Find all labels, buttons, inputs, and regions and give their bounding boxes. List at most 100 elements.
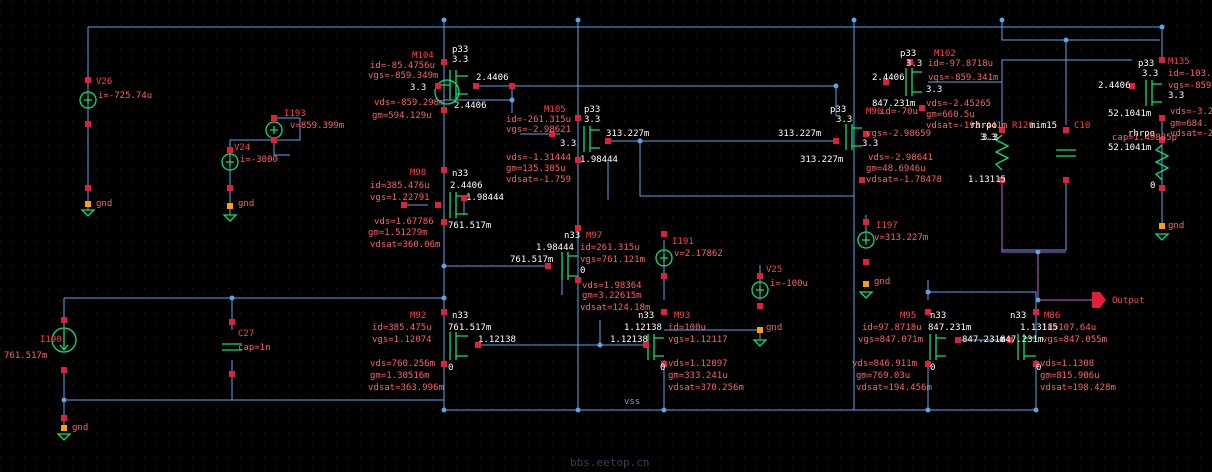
pin-marker	[509, 83, 515, 89]
pin-marker	[475, 342, 481, 348]
output-flag[interactable]	[1092, 292, 1106, 308]
c10-label: mim15	[1030, 121, 1057, 131]
m98-name: M98	[410, 168, 426, 178]
pin-markers	[61, 17, 1165, 431]
wire-junction	[229, 295, 235, 301]
m104-drain: 2.4406	[454, 101, 487, 111]
m105-gate: 313.227m	[606, 129, 649, 139]
m135-p4: vdsat=-2	[1170, 129, 1212, 139]
m105-w: 3.3	[584, 115, 600, 125]
m98-src: 761.517m	[448, 221, 491, 231]
pin-marker	[1033, 361, 1039, 367]
v25-value: i=-100u	[770, 279, 808, 289]
pin-marker	[1007, 337, 1013, 343]
m92-p2: vds=760.256m	[370, 359, 435, 369]
m98-drain: 1.98444	[466, 193, 504, 203]
m95-p2: vds=846.911m	[852, 359, 917, 369]
pin-marker	[85, 77, 91, 83]
m97-name: M97	[586, 231, 602, 241]
v24-value: i=-3000	[240, 155, 278, 165]
i197-value: v=313.227m	[874, 233, 928, 243]
m97-gate: 761.517m	[510, 255, 553, 265]
r119-label: rhrpo	[1128, 129, 1155, 139]
m95-type: n33	[930, 311, 946, 321]
m105-p4: vdsat=-1.759	[506, 175, 571, 185]
m135-type: p33	[1138, 59, 1154, 69]
m95-src: 0	[930, 363, 935, 373]
m86-p2: vds=1.1308	[1040, 359, 1094, 369]
pin-marker	[271, 137, 277, 143]
m98-p3: gm=1.51279m	[368, 228, 428, 238]
net-vss: vss	[624, 397, 640, 407]
m104-name: M104	[412, 51, 434, 61]
m97-drain: 1.98444	[536, 243, 574, 253]
ground-pin	[1159, 223, 1165, 229]
pin-marker	[661, 309, 667, 315]
wire-junction	[441, 17, 447, 23]
m96-type: p33	[830, 105, 846, 115]
pin-marker	[1159, 115, 1165, 121]
v24-name: V24	[234, 143, 250, 153]
wire-junction	[833, 83, 839, 89]
pin-marker	[661, 231, 667, 237]
m95-name: M95	[900, 311, 916, 321]
pin-marker	[883, 79, 889, 85]
pin-marker	[863, 131, 869, 137]
m135-p0: id=-103.	[1168, 69, 1211, 79]
pin-marker	[441, 361, 447, 367]
m95-p4: vdsat=194.456m	[856, 383, 932, 393]
m96-l: 3.3	[862, 139, 878, 149]
wire-junction	[575, 17, 581, 23]
c27-name: C27	[238, 329, 254, 339]
m102-p4: vdsat=-193.441m	[926, 121, 1007, 131]
m96-p2: vds=-2.98641	[868, 153, 933, 163]
i197-name: I197	[876, 221, 898, 231]
net-gnd-1: gnd	[96, 199, 112, 209]
m102-drain: 847.231m	[872, 99, 915, 109]
r120-value: 3.3	[980, 133, 996, 143]
net-gnd-5: gnd	[874, 277, 890, 287]
pin-marker	[863, 259, 869, 265]
pin-marker	[435, 83, 441, 89]
m105-drain: 1.98444	[580, 155, 618, 165]
pin-marker	[919, 105, 925, 111]
pin-marker	[227, 185, 233, 191]
m97-p0: id=261.315u	[580, 243, 640, 253]
pin-marker	[435, 202, 441, 208]
m93-gate: 1.12138	[610, 335, 648, 345]
wire-junction	[661, 407, 667, 413]
m97-p1: vgs=761.121m	[580, 255, 645, 265]
m104-w: 3.3	[452, 55, 468, 65]
pin-marker	[545, 263, 551, 269]
pin-marker	[1033, 309, 1039, 315]
m102-type: p33	[900, 49, 916, 59]
c27-value: cap=1n	[238, 343, 271, 353]
m95-p3: gm=769.03u	[856, 371, 910, 381]
pin-marker	[643, 342, 649, 348]
pin-marker	[85, 121, 91, 127]
m104-p0: id=-85.4756u	[370, 61, 435, 71]
wire-junction	[637, 138, 643, 144]
m86-gate: 847.231m	[1000, 335, 1043, 345]
watermark: bbs.eetop.cn	[570, 456, 649, 469]
m105-p0: id=-261.315u	[506, 115, 571, 125]
m105-p1: vgs=-2.98621	[506, 125, 571, 135]
m86-type: n33	[1010, 311, 1026, 321]
m135-p3: gm=684.	[1170, 119, 1208, 129]
pin-marker	[1159, 137, 1165, 143]
pin-marker	[1129, 83, 1135, 89]
m104-p3: gm=594.129u	[372, 111, 432, 121]
m105-p3: gm=135.305u	[506, 164, 566, 174]
pin-marker	[999, 177, 1005, 183]
v26-name: V26	[96, 77, 112, 87]
pin-marker	[999, 127, 1005, 133]
m135-drain: 52.1041m	[1108, 109, 1151, 119]
net-gnd-4: gnd	[766, 323, 782, 333]
m96-p4: vdsat=-1.78478	[866, 175, 942, 185]
pin-marker	[859, 177, 865, 183]
wire-junction	[999, 17, 1005, 23]
m135-l: 3.3	[1168, 91, 1184, 101]
m93-p3: gm=333.241u	[668, 371, 728, 381]
m92-src: 0	[448, 363, 453, 373]
